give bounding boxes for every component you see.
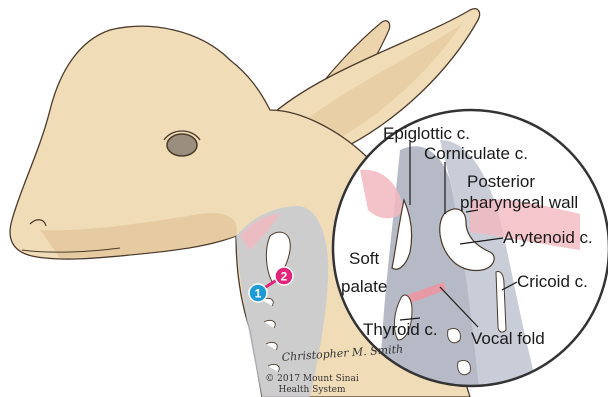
copyright-line-1: © 2017 Mount Sinai (265, 374, 359, 384)
marker-1-label: 1 (255, 287, 262, 301)
label-posterior-line1: Posterior (467, 172, 535, 191)
label-corniculate: Corniculate c. (424, 144, 528, 163)
label-vocal-fold: Vocal fold (471, 329, 545, 348)
copyright-line-2: Health System (278, 385, 346, 395)
label-epiglottic: Epiglottic c. (383, 124, 470, 143)
marker-2-label: 2 (281, 270, 288, 284)
label-posterior-line2: pharyngeal wall (460, 193, 578, 212)
goat-eye (167, 134, 197, 156)
zoom-trachea-ring-1 (448, 328, 461, 342)
label-arytenoid: Arytenoid c. (503, 228, 593, 247)
label-soft-line1: Soft (349, 249, 380, 268)
label-thyroid: Thyroid c. (363, 320, 438, 339)
label-soft-line2: palate (341, 277, 387, 296)
label-cricoid: Cricoid c. (517, 272, 588, 291)
zoom-trachea-ring-2 (458, 360, 471, 374)
